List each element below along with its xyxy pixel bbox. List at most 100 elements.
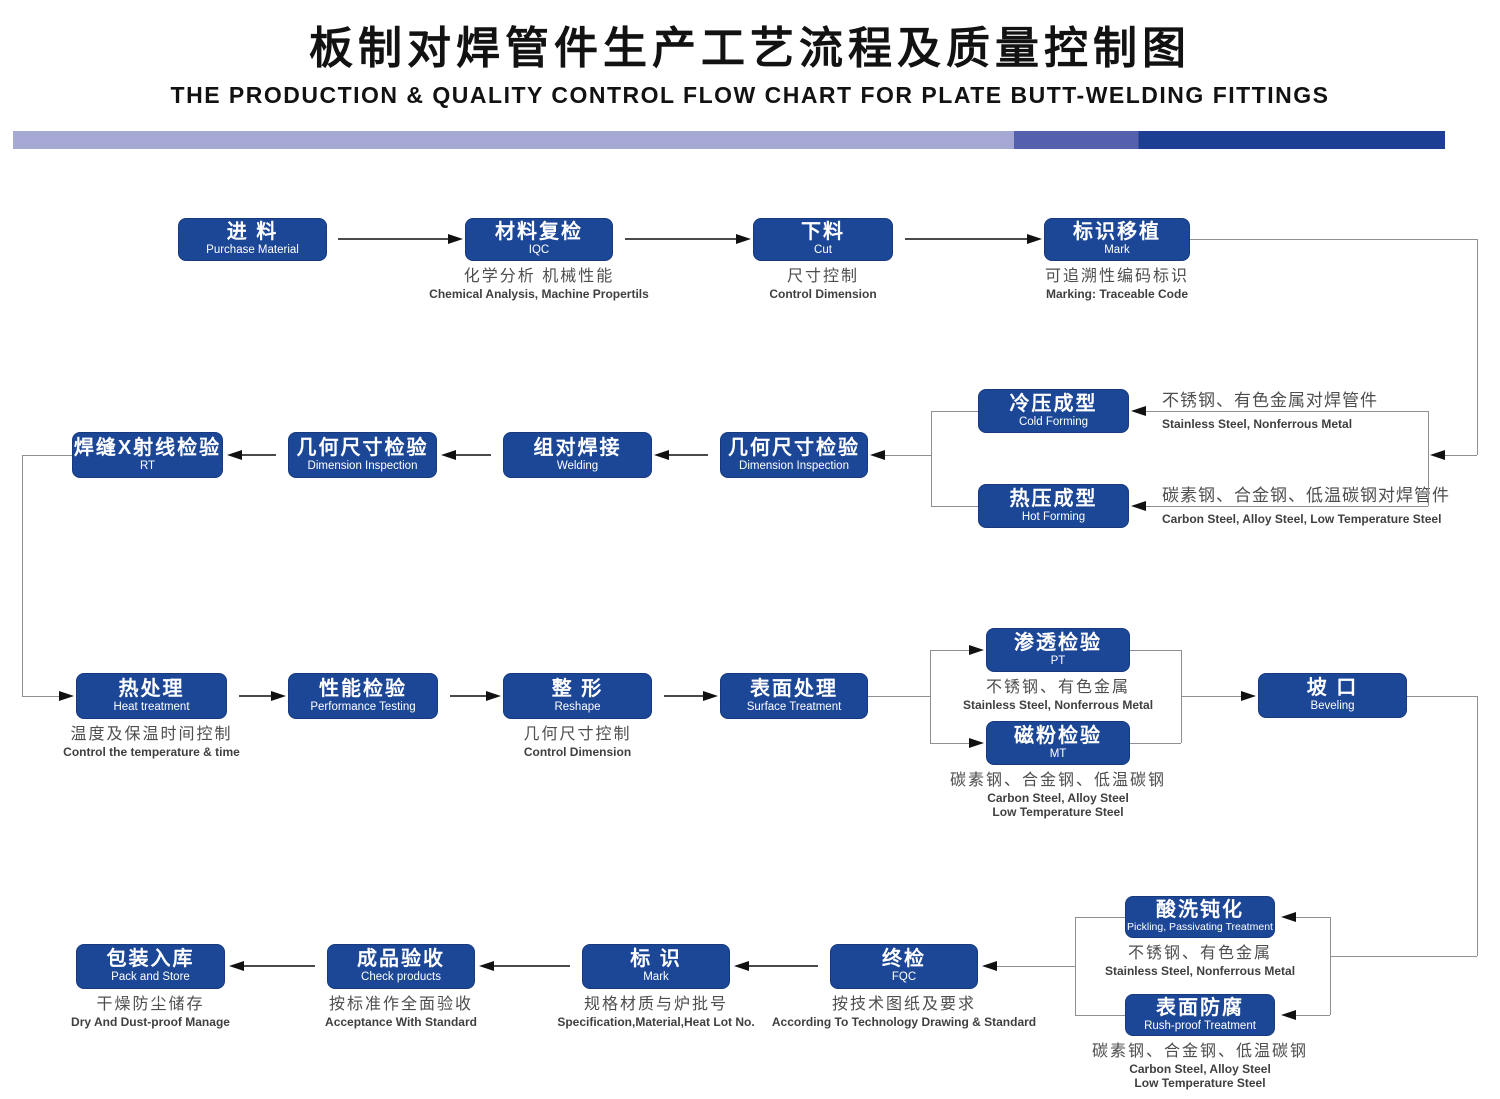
pack-label-en: Pack and Store xyxy=(111,971,190,984)
connector-line xyxy=(1075,1015,1125,1016)
page-title: 板制对焊管件生产工艺流程及质量控制图 xyxy=(309,24,1191,73)
connector-line xyxy=(930,743,970,744)
pack-caption-cn: 干燥防尘储存 xyxy=(96,996,205,1013)
hot-label-cn: 热压成型 xyxy=(1009,487,1098,510)
arrow-head xyxy=(654,450,669,460)
arrow-head xyxy=(1281,1010,1296,1020)
iqc-caption-cn: 化学分析 机械性能 xyxy=(463,268,615,285)
hot-label-en: Hot Forming xyxy=(1021,510,1086,523)
connector-line xyxy=(1477,239,1478,455)
connector-line xyxy=(930,650,970,651)
connector-line xyxy=(868,696,930,697)
connector-line xyxy=(1181,696,1242,697)
connector-line xyxy=(1130,650,1181,651)
reshape-label-cn: 整 形 xyxy=(551,677,604,700)
rt-label-cn: 焊缝X射线检验 xyxy=(73,436,222,459)
arrow-head xyxy=(870,450,885,460)
mt-label-en: MT xyxy=(1049,747,1067,760)
arrow-head xyxy=(59,691,74,701)
perf-label-cn: 性能检验 xyxy=(319,677,407,700)
dim1-label-en: Dimension Inspection xyxy=(307,459,418,472)
welding-label-cn: 组对焊接 xyxy=(533,436,622,459)
fqc-caption-cn: 按技术图纸及要求 xyxy=(831,996,977,1013)
hot-forming-note-en: Carbon Steel, Alloy Steel, Low Temperatu… xyxy=(1162,512,1442,526)
perf-label-en: Performance Testing xyxy=(310,700,416,713)
connector-line xyxy=(243,965,315,967)
rustproof-label-en: Rush-proof Treatment xyxy=(1144,1019,1256,1032)
connector-line xyxy=(931,506,978,507)
connector-line xyxy=(664,695,704,697)
arrow-head xyxy=(1027,234,1042,244)
arrow-head xyxy=(441,450,456,460)
dim1-label-cn: 几何尺寸检验 xyxy=(296,436,429,459)
connector-line xyxy=(1145,506,1428,507)
connector-line xyxy=(668,454,708,456)
connector-line xyxy=(338,238,449,240)
mt-caption-en: Low Temperature Steel xyxy=(992,805,1124,820)
mark1-label-cn: 标识移植 xyxy=(1073,221,1161,244)
connector-line xyxy=(1075,917,1125,918)
pt-caption-cn: 不锈钢、有色金属 xyxy=(985,679,1130,696)
cut-label-en: Cut xyxy=(814,244,832,257)
connector-line xyxy=(1075,917,1076,1015)
mt-caption-en: Carbon Steel, Alloy Steel xyxy=(987,791,1129,805)
arrow-head xyxy=(969,738,984,748)
connector-line xyxy=(241,454,276,456)
arrow-head xyxy=(479,961,494,971)
connector-line xyxy=(1295,1015,1330,1016)
cold-label-cn: 冷压成型 xyxy=(1009,392,1098,415)
rustproof-caption-en: Low Temperature Steel xyxy=(1134,1076,1266,1091)
arrow-head xyxy=(229,961,244,971)
cold-label-en: Cold Forming xyxy=(1018,415,1089,428)
iqc-label-cn: 材料复检 xyxy=(495,221,583,244)
surface-label-en: Surface Treatment xyxy=(746,700,842,713)
connector-line xyxy=(930,650,931,743)
connector-line xyxy=(905,238,1028,240)
mark2-caption-cn: 规格材质与炉批号 xyxy=(583,996,728,1013)
pt-caption-en: Stainless Steel, Nonferrous Metal xyxy=(962,698,1154,712)
connector-line xyxy=(1130,743,1181,744)
heat-label-cn: 热处理 xyxy=(118,677,185,700)
pack-caption-en: Dry And Dust-proof Manage xyxy=(71,1015,230,1029)
arrow-head xyxy=(1241,691,1256,701)
pt-label-en: PT xyxy=(1050,654,1066,667)
rt-label-en: RT xyxy=(139,459,156,472)
beveling-label-en: Beveling xyxy=(1310,700,1355,713)
connector-line xyxy=(1428,411,1429,506)
connector-line xyxy=(1330,956,1477,957)
connector-line xyxy=(931,411,932,506)
rustproof-caption-cn: 碳素钢、合金钢、低温碳钢 xyxy=(1091,1043,1309,1060)
arrow-head xyxy=(1131,406,1146,416)
pickling-label-cn: 酸洗钝化 xyxy=(1156,899,1244,922)
connector-line xyxy=(22,696,60,697)
fqc-label-cn: 终检 xyxy=(882,948,926,971)
heat-label-en: Heat treatment xyxy=(113,700,190,713)
iqc-caption-en: Chemical Analysis, Machine Propertils xyxy=(429,287,649,301)
connector-line xyxy=(748,965,818,967)
pt-label-cn: 渗透检验 xyxy=(1014,631,1102,654)
welding-label-en: Welding xyxy=(556,459,599,472)
check-label-cn: 成品验收 xyxy=(357,948,445,971)
reshape-caption-en: Control Dimension xyxy=(523,745,632,759)
connector-line xyxy=(450,695,487,697)
